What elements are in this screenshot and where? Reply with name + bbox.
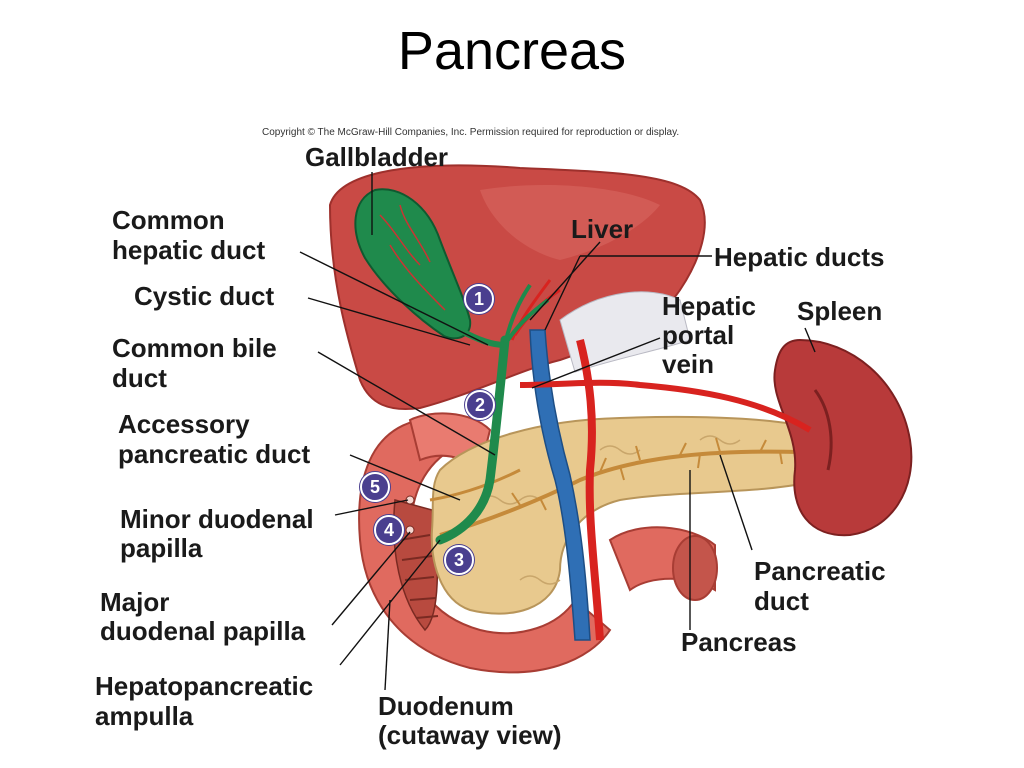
label-accessory-duct-line1: Accessory bbox=[118, 409, 250, 439]
spleen-shape bbox=[773, 338, 913, 537]
label-pancreas: Pancreas bbox=[681, 627, 797, 657]
pancreas-shape bbox=[430, 415, 840, 615]
label-common-hepatic-duct-line1: Common bbox=[112, 205, 225, 235]
leader-lines bbox=[299, 172, 816, 691]
step-badge-5: 5 bbox=[360, 472, 390, 502]
step-badge-2: 2 bbox=[465, 390, 495, 420]
label-spleen: Spleen bbox=[797, 296, 883, 326]
label-accessory-duct-line2: pancreatic duct bbox=[118, 439, 311, 469]
label-minor-papilla-line2: papilla bbox=[120, 533, 203, 563]
label-duodenum-line1: Duodenum bbox=[378, 691, 514, 721]
portal-vein-shape bbox=[529, 329, 591, 641]
hepatic-artery bbox=[519, 379, 812, 433]
pancreas-texture bbox=[479, 435, 741, 585]
common-bile-duct-shape bbox=[435, 335, 510, 545]
label-cystic-duct: Cystic duct bbox=[134, 281, 275, 311]
gallbladder-vessels bbox=[379, 204, 446, 311]
label-liver: Liver bbox=[571, 214, 634, 244]
label-duodenum-line2: (cutaway view) bbox=[378, 720, 562, 750]
label-ampulla-line2: ampulla bbox=[95, 701, 194, 731]
label-pancreatic-duct-line1: Pancreatic bbox=[754, 556, 886, 586]
copyright-notice: Copyright © The McGraw-Hill Companies, I… bbox=[262, 127, 680, 138]
label-ampulla-line1: Hepatopancreatic bbox=[95, 671, 314, 701]
label-minor-papilla-line1: Minor duodenal bbox=[120, 504, 314, 534]
label-portal-vein-line2: portal bbox=[662, 320, 735, 350]
major-papilla-dot bbox=[405, 525, 415, 535]
hepatic-ducts-shape bbox=[503, 283, 550, 346]
label-major-papilla-line2: duodenal papilla bbox=[100, 616, 306, 646]
step-badge-3: 3 bbox=[444, 545, 474, 575]
liver-highlight bbox=[480, 185, 660, 260]
label-pancreatic-duct-line2: duct bbox=[754, 586, 809, 616]
jejunum-opening bbox=[672, 535, 718, 601]
celiac-artery bbox=[576, 339, 604, 641]
label-hepatic-ducts: Hepatic ducts bbox=[714, 242, 885, 272]
label-portal-vein-line3: vein bbox=[662, 349, 715, 379]
label-gallbladder: Gallbladder bbox=[305, 142, 449, 172]
spleen-hilum bbox=[813, 389, 833, 471]
label-common-hepatic-duct-line2: hepatic duct bbox=[112, 235, 266, 265]
step-badge-1: 1 bbox=[464, 284, 494, 314]
label-common-bile-duct-line2: duct bbox=[112, 363, 167, 393]
duodenum-folds bbox=[399, 534, 439, 619]
gallbladder-shape bbox=[354, 188, 472, 340]
label-major-papilla-line1: Major bbox=[100, 587, 170, 617]
label-portal-vein-line1: Hepatic bbox=[662, 291, 756, 321]
page-title: Pancreas bbox=[397, 21, 627, 81]
step-badge-4: 4 bbox=[374, 515, 404, 545]
cystic-duct-shape bbox=[458, 327, 506, 348]
ligament-shape bbox=[559, 291, 691, 373]
label-common-bile-duct-line1: Common bile bbox=[112, 333, 277, 363]
accessory-duct-line bbox=[429, 468, 521, 502]
